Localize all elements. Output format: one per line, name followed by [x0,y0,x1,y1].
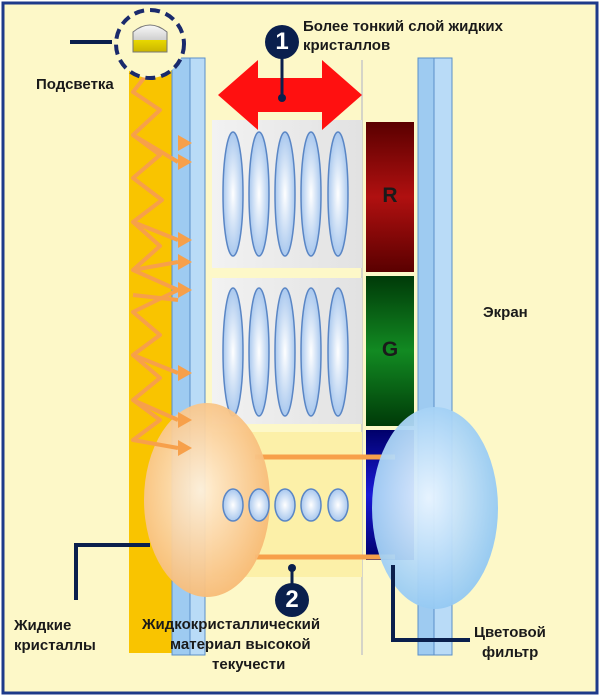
crystals-bottom [222,488,349,522]
light-ray-arrowheads [178,135,192,456]
badge-1-number: 1 [275,28,289,55]
color-cell-letter-r: R [382,184,398,207]
magnifier-blue [372,407,498,609]
screen-label: Экран [483,304,528,321]
arrow-leader-dot [278,94,286,102]
color-filter-leader-line [391,565,470,642]
badge-2-leader-dot [288,564,296,572]
color-filter-label-2: фильтр [482,644,539,661]
high-fluidity-label-2: материал высокой [170,636,311,653]
thinner-layer-label-2: кристаллов [303,37,391,54]
width-arrow-icon [218,60,362,130]
badge-2-circle [275,583,309,617]
color-cell-letter-g: G [381,338,399,361]
high-fluidity-label-3: текучести [212,656,286,673]
liquid-crystals-leader-line [74,543,150,600]
crystals-middle [222,287,349,417]
high-fluidity-label-1: Жидкокристаллический [142,616,321,633]
badge-1-circle [265,25,299,59]
crystals-top [222,131,349,257]
backlight-lamp-icon [132,24,168,53]
backlight-label: Подсветка [36,76,114,93]
magnifier-orange [144,403,270,597]
liquid-crystals-label-2: кристаллы [14,637,96,654]
light-ray-arrows [131,66,180,450]
thinner-layer-label-1: Более тонкий слой жидких [303,18,503,35]
liquid-crystals-label-1: Жидкие [14,617,72,634]
badge-2-number: 2 [285,586,299,613]
color-cell-green [366,276,414,426]
color-cell-red [366,122,414,272]
color-filter-label-1: Цветовой [474,624,546,641]
